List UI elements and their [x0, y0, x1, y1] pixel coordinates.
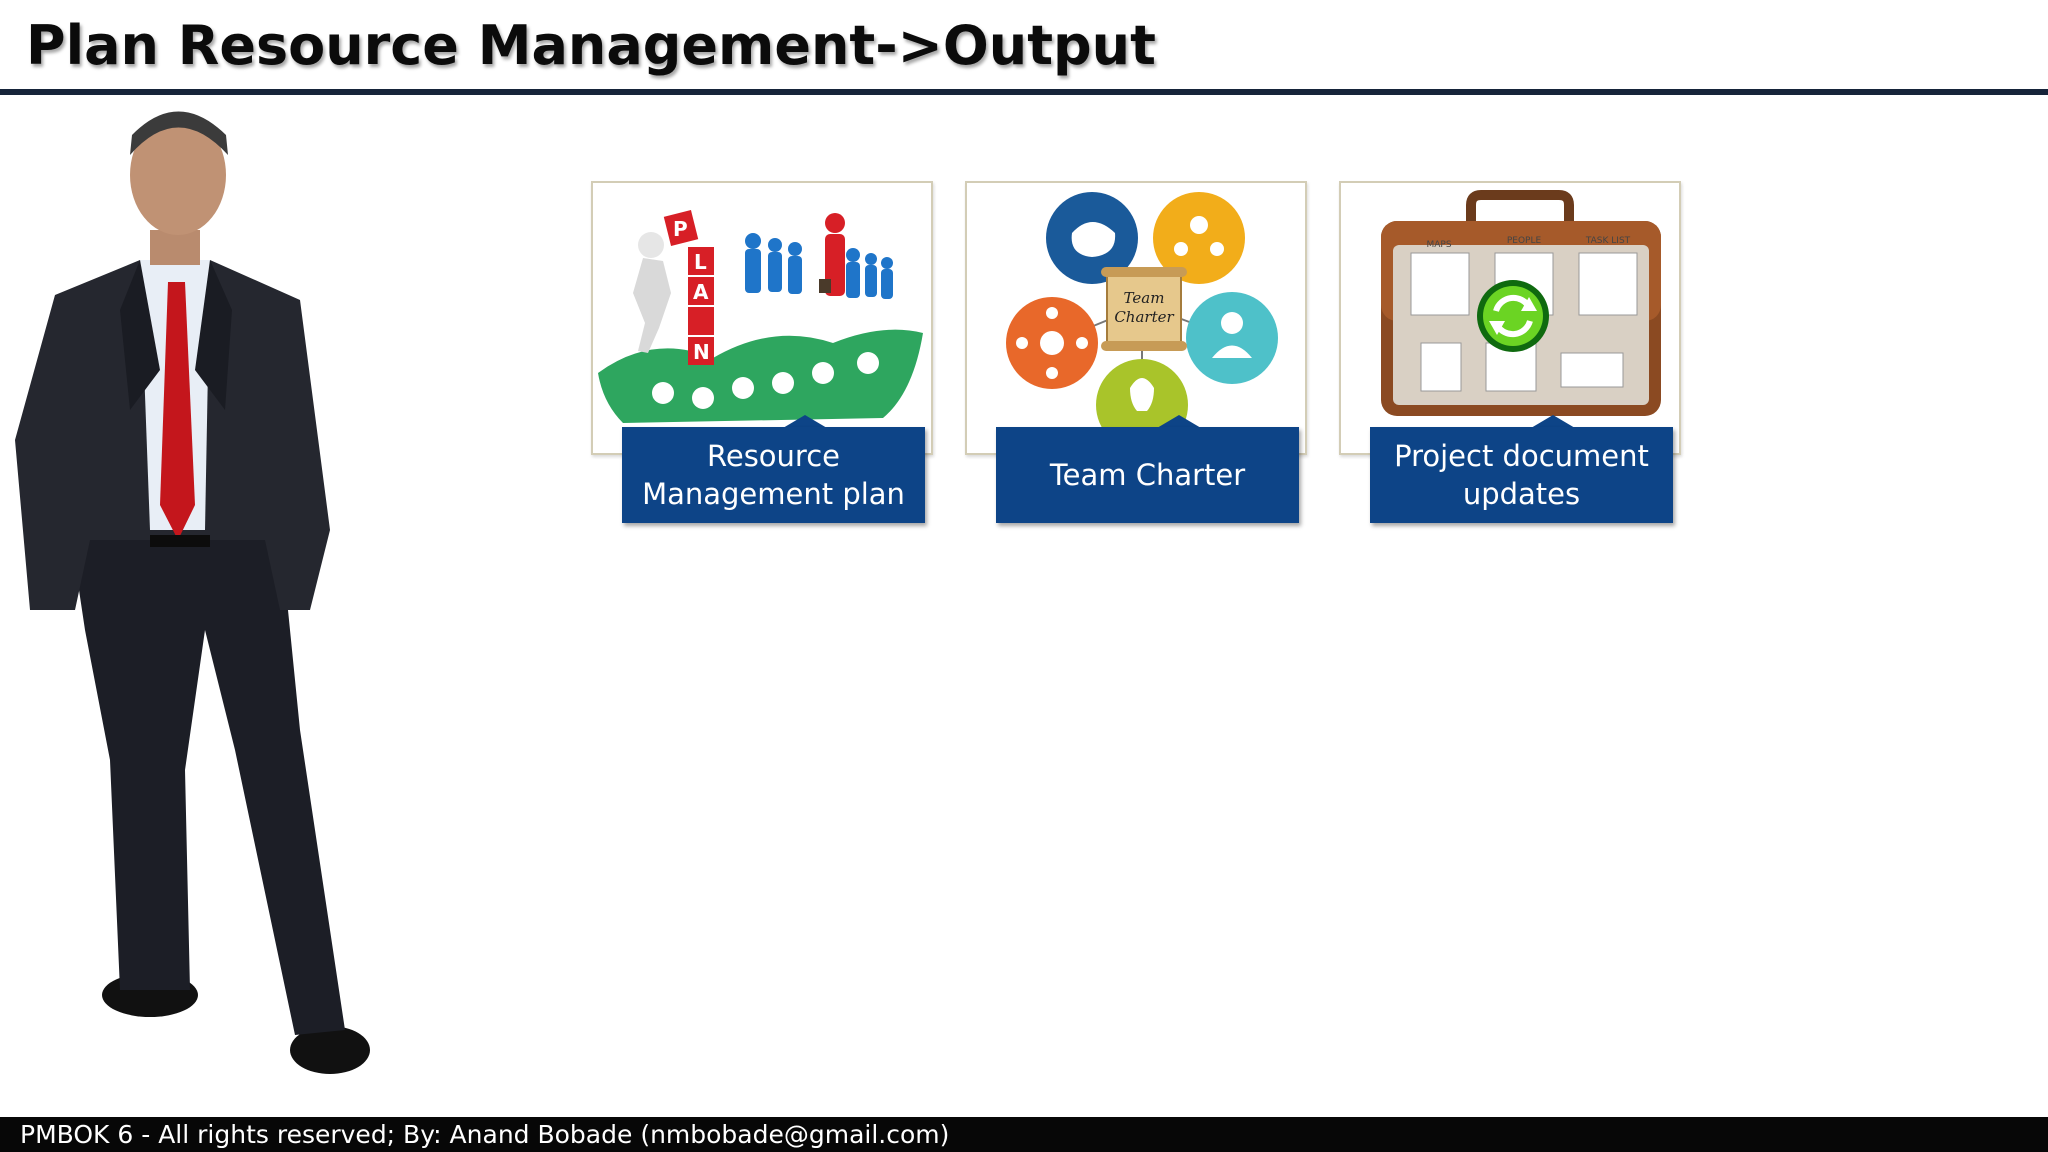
plan-letter: P	[673, 217, 688, 241]
scroll-text: Charter	[1114, 308, 1174, 326]
resource-management-plan-label: Resource Management plan	[622, 427, 925, 523]
plan-letter: L	[694, 250, 707, 274]
doc-tab: PEOPLE	[1507, 236, 1542, 246]
resource-management-plan-card: P L A N Resource Management plan	[591, 181, 933, 523]
team-charter-card: Team Charter Team Charter	[965, 181, 1307, 523]
slide-title: Plan Resource Management->Output	[26, 14, 1156, 77]
project-document-updates-card: MAPS PEOPLE TASK LIST Project document u…	[1339, 181, 1681, 523]
doc-tab: MAPS	[1426, 240, 1451, 250]
briefcase-illustration: MAPS PEOPLE TASK LIST	[1381, 190, 1661, 416]
plan-letter: N	[693, 340, 710, 364]
project-document-updates-label: Project document updates	[1370, 427, 1673, 523]
presenter-photo	[15, 111, 370, 1074]
team-charter-illustration: Team Charter	[1006, 192, 1278, 451]
team-charter-label: Team Charter	[996, 427, 1299, 523]
scroll-text: Team	[1124, 289, 1165, 307]
title-divider	[0, 89, 2048, 95]
plan-illustration: P L A N	[598, 210, 923, 423]
plan-letter: A	[693, 280, 709, 304]
doc-tab: TASK LIST	[1585, 236, 1631, 246]
footer-copyright: PMBOK 6 - All rights reserved; By: Anand…	[0, 1117, 2048, 1152]
